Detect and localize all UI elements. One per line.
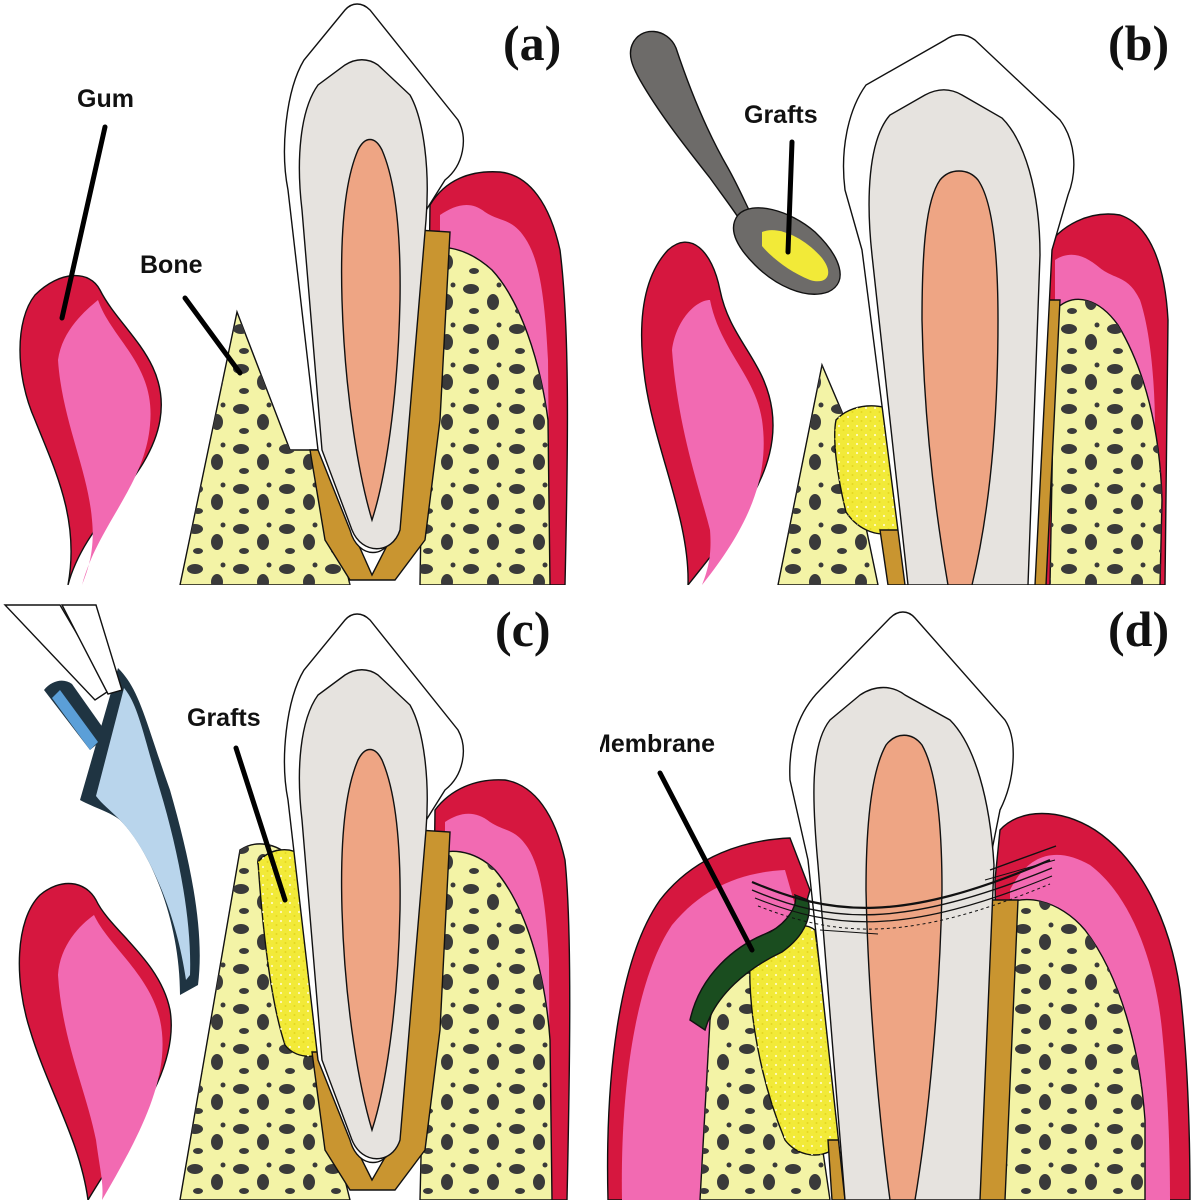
grafts-label: Grafts <box>744 101 818 129</box>
bone-graft <box>834 405 903 535</box>
membrane-label: Membrane <box>590 730 715 758</box>
panel-c: (c) Grafts <box>3 601 571 1200</box>
sutures <box>751 845 1057 935</box>
left-gum-flap <box>640 241 774 585</box>
panel-letter: (a) <box>503 15 561 71</box>
membrane-sheet-icon <box>80 668 200 995</box>
panel-letter: (b) <box>1108 15 1169 71</box>
left-gum-flap <box>18 882 172 1200</box>
bone-leader-line <box>182 295 243 376</box>
forceps-icon <box>3 604 123 750</box>
tooth <box>283 613 464 1164</box>
panel-letter: (c) <box>495 601 551 657</box>
alveolar-bone <box>179 843 553 1200</box>
alveolar-bone <box>777 298 1163 585</box>
grafts-leader-line <box>785 139 795 255</box>
panel-b: (b) Grafts <box>629 15 1169 585</box>
membrane-leader-line <box>657 770 755 953</box>
gum-leader-line <box>59 124 108 321</box>
grafts-label: Grafts <box>187 704 261 732</box>
panel-a: (a) Gum Bone <box>19 3 569 585</box>
grafts-leader-line <box>233 745 288 903</box>
spatula-icon <box>629 30 841 295</box>
panel-letter: (d) <box>1108 601 1169 657</box>
alveolar-bone <box>179 247 551 585</box>
panel-d: (d) Membrane <box>590 601 1191 1200</box>
tooth <box>842 34 1075 585</box>
bone-label: Bone <box>140 251 203 279</box>
gum-label: Gum <box>77 85 134 113</box>
bone-graft <box>749 924 843 1156</box>
left-gum-flap <box>19 274 162 585</box>
tooth <box>283 3 464 554</box>
